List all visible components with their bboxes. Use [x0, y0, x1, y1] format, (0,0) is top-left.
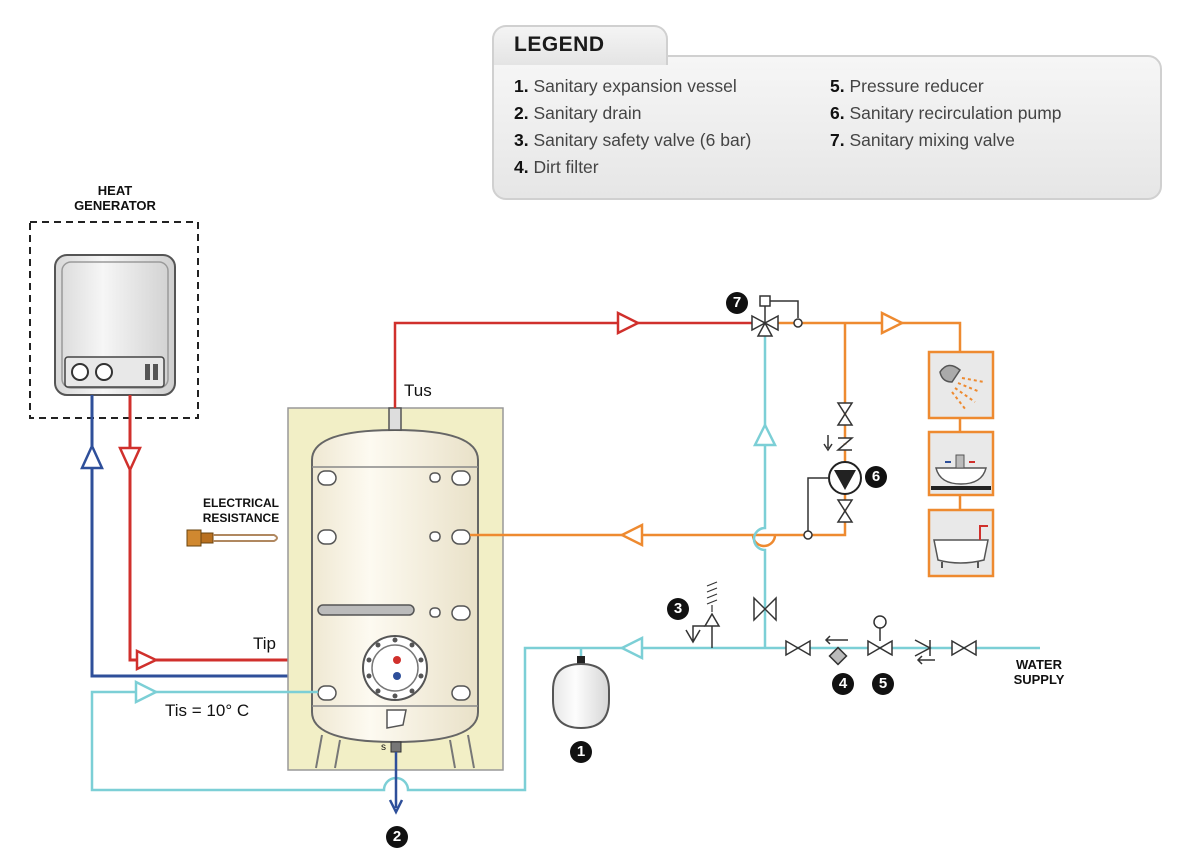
badge-safety-valve: 3	[667, 598, 689, 620]
legend-item: 6. Sanitary recirculation pump	[830, 103, 1062, 123]
tank-bottom-fitting	[390, 741, 402, 753]
flow-arrow-left	[619, 522, 644, 548]
recirculation-pipe	[470, 323, 847, 548]
legend-box	[492, 55, 1162, 200]
dirt-filter	[824, 635, 848, 666]
storage-tank	[287, 407, 504, 771]
expansion-vessel	[552, 648, 610, 730]
legend-column-right: 5. Pressure reducer 6. Sanitary recircul…	[830, 73, 1062, 154]
boiler-dial-icon	[71, 363, 89, 381]
legend-title: LEGEND	[514, 33, 605, 56]
mixed-hot-water-pipe	[778, 321, 962, 352]
badge-mixing-valve: 7	[726, 292, 748, 314]
boiler-control-panel	[64, 356, 165, 388]
flow-arrow-up	[752, 422, 778, 447]
tus-label: Tus	[404, 381, 432, 400]
pressure-gauge-icon	[873, 615, 887, 629]
badge-pressure-reducer: 5	[872, 673, 894, 695]
badge-drain: 2	[386, 826, 408, 848]
boiler-dial-icon	[95, 363, 113, 381]
heat-generator-enclosure	[29, 221, 199, 419]
water-supply-label: WATER SUPPLY	[1013, 657, 1065, 687]
users	[927, 350, 995, 578]
legend-item: 4. Dirt filter	[514, 157, 599, 177]
safety-valve	[685, 581, 721, 648]
cold-line-gate-valve	[753, 596, 777, 622]
legend-item: 5. Pressure reducer	[830, 76, 984, 96]
hot-sanitary-outlet-pipe	[393, 321, 752, 408]
legend: LEGEND 1. Sanitary expansion vessel 2. S…	[492, 25, 1162, 200]
legend-item: 3. Sanitary safety valve (6 bar)	[514, 130, 752, 150]
flow-arrow-down	[118, 446, 142, 474]
electrical-resistance	[186, 529, 278, 547]
mixing-valve	[751, 295, 803, 337]
tank-top-fitting	[388, 407, 402, 431]
legend-item: 7. Sanitary mixing valve	[830, 130, 1015, 150]
flow-arrow-right	[135, 649, 159, 671]
washbasin-icon	[935, 467, 987, 485]
tank-body	[311, 428, 479, 744]
tip-label: Tip	[253, 634, 276, 653]
shower-fixture	[927, 350, 995, 420]
badge-recirculation-pump: 6	[865, 466, 887, 488]
bathtub-icon	[933, 539, 989, 564]
resistance-rod	[317, 604, 415, 616]
flow-arrow-right	[134, 679, 159, 705]
recirculation-pump	[828, 461, 862, 495]
flow-arrow-right	[616, 310, 641, 336]
supply-valve	[951, 639, 977, 657]
isolating-valve	[785, 639, 811, 657]
cold-water-mix-pipe	[752, 336, 767, 648]
badge-dirt-filter: 4	[832, 673, 854, 695]
legend-tab	[492, 25, 668, 65]
drain-s-label: s	[381, 742, 386, 753]
heat-generator	[29, 221, 199, 419]
legend-item: 2. Sanitary drain	[514, 103, 642, 123]
drain-pipe	[388, 752, 404, 815]
recirculation-valves	[835, 402, 855, 523]
flow-arrow-right	[880, 310, 905, 336]
shower-icon	[939, 364, 961, 383]
check-valve	[914, 639, 932, 657]
tis-label: Tis = 10° C	[165, 701, 250, 720]
legend-column-left: 1. Sanitary expansion vessel 2. Sanitary…	[514, 73, 751, 181]
electrical-resistance-label: ELECTRICAL RESISTANCE	[202, 496, 280, 525]
flow-arrow-left	[619, 635, 644, 661]
heat-generator-label: HEAT GENERATOR	[74, 183, 156, 213]
pressure-reducer-valve	[867, 639, 893, 657]
badge-expansion-vessel: 1	[570, 741, 592, 763]
legend-item: 1. Sanitary expansion vessel	[514, 76, 737, 96]
flow-arrow-up	[80, 442, 104, 470]
